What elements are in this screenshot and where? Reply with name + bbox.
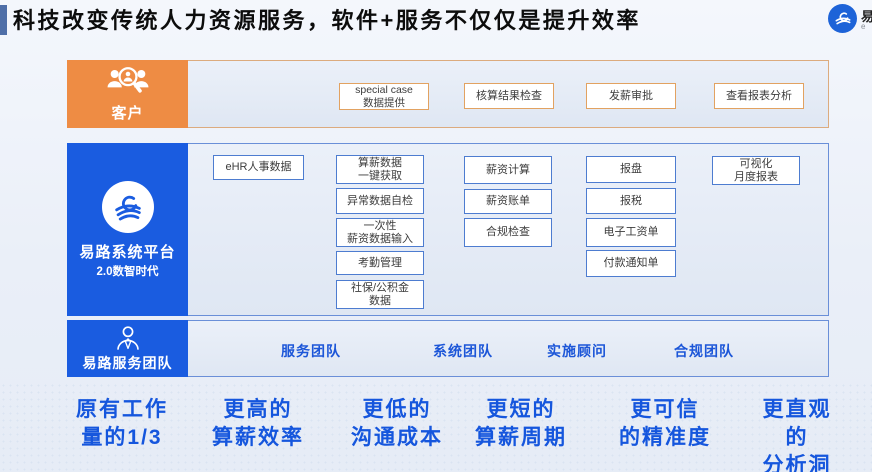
- customer-box-special-case-data: special case 数据提供: [339, 83, 429, 110]
- team-compliance: 合规团队: [674, 343, 734, 359]
- box-ehr-hr-data: eHR人事数据: [213, 155, 304, 180]
- box-e-payslip: 电子工资单: [586, 218, 676, 247]
- customer-side-block: 客户: [67, 60, 188, 128]
- customer-search-icon: [106, 66, 150, 98]
- box-payroll-data-fetch: 算薪数据 一键获取: [336, 155, 424, 184]
- yilu-logo-icon: [828, 4, 857, 33]
- platform-side-block: 易路系统平台 2.0数智时代: [67, 143, 188, 316]
- team-service: 服务团队: [281, 343, 341, 359]
- team-side-block: 易路服务团队: [67, 320, 188, 377]
- logo-text-fragment-en: e: [861, 22, 866, 31]
- benefit-workload: 原有工作 量的1/3: [76, 398, 168, 449]
- title-accent-bar: [0, 5, 7, 35]
- box-tax-filing: 报税: [586, 188, 676, 214]
- company-logo: 易 e: [828, 2, 872, 38]
- box-onetime-salary-input: 一次性 薪资数据输入: [336, 218, 424, 247]
- box-visual-monthly-report: 可视化 月度报表: [712, 156, 800, 185]
- page-title: 科技改变传统人力资源服务，软件+服务不仅仅是提升效率: [13, 8, 641, 33]
- box-salary-calculation: 薪资计算: [464, 156, 552, 184]
- team-band-label: 易路服务团队: [82, 354, 173, 371]
- team-band: 易路服务团队 服务团队 系统团队 实施顾问 合规团队: [67, 320, 829, 377]
- person-tie-icon: [113, 325, 143, 351]
- benefit-accuracy: 更可信 的精准度: [619, 398, 711, 449]
- box-attendance-mgmt: 考勤管理: [336, 251, 424, 275]
- box-social-security-data: 社保/公积金 数据: [336, 280, 424, 309]
- customer-box-payroll-approval: 发薪审批: [586, 83, 676, 109]
- box-report-disk: 报盘: [586, 156, 676, 183]
- customer-band-label: 客户: [111, 104, 144, 122]
- logo-text-fragment-cn: 易: [861, 9, 872, 24]
- platform-band: 易路系统平台 2.0数智时代 eHR人事数据 算薪数据 一键获取 异常数据自检 …: [67, 143, 829, 316]
- benefit-communication-cost: 更低的 沟通成本: [351, 398, 443, 449]
- benefit-payroll-cycle: 更短的 算薪周期: [475, 398, 567, 449]
- box-salary-bill: 薪资账单: [464, 189, 552, 214]
- team-implementation: 实施顾问: [547, 343, 607, 359]
- yilu-platform-logo-icon: [101, 180, 154, 233]
- customer-box-report-analysis: 查看报表分析: [714, 83, 804, 109]
- box-payment-notice: 付款通知单: [586, 250, 676, 277]
- box-compliance-check: 合规检查: [464, 218, 552, 247]
- customer-band: 客户 special case 数据提供 核算结果检查 发薪审批 查看报表分析: [67, 60, 829, 128]
- customer-box-result-check: 核算结果检查: [464, 83, 554, 109]
- box-abnormal-data-selfcheck: 异常数据自检: [336, 188, 424, 214]
- platform-band-label-line2: 2.0数智时代: [96, 265, 159, 278]
- benefit-payroll-efficiency: 更高的 算薪效率: [212, 398, 304, 449]
- platform-band-label-line1: 易路系统平台: [79, 243, 176, 261]
- benefit-analysis-insight: 更直观的 分析洞察: [762, 398, 832, 472]
- team-system: 系统团队: [433, 343, 493, 359]
